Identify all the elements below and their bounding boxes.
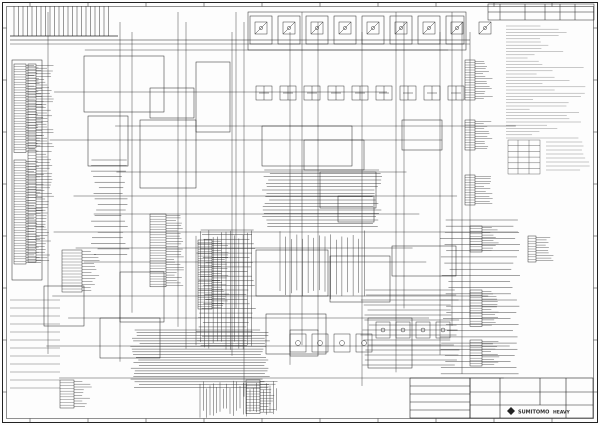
- title-block: [409, 377, 594, 419]
- relay-module: [375, 85, 393, 101]
- relay-module: [303, 85, 321, 101]
- connector-block: [464, 59, 493, 101]
- component-outline: [87, 115, 129, 167]
- component-outline: [319, 171, 377, 209]
- vertical-bus-lines: [13, 6, 471, 418]
- component-outline: [11, 59, 43, 281]
- component-outline: [391, 245, 457, 277]
- component-outline: [305, 15, 329, 45]
- company-name-sub: HEAVY: [553, 410, 571, 416]
- connector-block: [27, 149, 54, 263]
- relay-modules: [254, 21, 492, 353]
- relay-module: [333, 333, 351, 353]
- horizontal-bus-lines: [10, 35, 520, 389]
- connector-block: [464, 174, 493, 206]
- connector-block: [13, 63, 44, 153]
- relay-module: [351, 85, 369, 101]
- connector-block: [149, 213, 184, 288]
- connector-block: [197, 239, 230, 310]
- relay-module: [375, 321, 391, 339]
- relay-module: [338, 21, 352, 35]
- relay-module: [327, 85, 345, 101]
- relay-module: [447, 85, 465, 101]
- connector-block: [527, 235, 554, 263]
- component-outline: [337, 195, 375, 223]
- connector-block: [27, 63, 54, 149]
- component-outline: [247, 11, 467, 51]
- component-outline: [99, 317, 161, 359]
- component-outline: [255, 249, 329, 297]
- component-outline: [303, 139, 365, 171]
- relay-module: [310, 21, 324, 35]
- relay-module: [289, 333, 307, 353]
- component-outline: [261, 125, 353, 167]
- component-outline: [277, 15, 301, 45]
- relay-module: [311, 333, 329, 353]
- relay-module: [395, 321, 411, 339]
- connector-block: [464, 119, 493, 151]
- connector-block: [469, 289, 499, 327]
- company-logo: SUMITOMO HEAVY: [507, 407, 571, 416]
- component-outline: [389, 15, 413, 45]
- component-outline: [361, 15, 385, 45]
- component-outline: [149, 87, 195, 119]
- relay-module: [355, 333, 373, 353]
- connector-block: [469, 225, 499, 253]
- company-name: SUMITOMO: [518, 410, 549, 416]
- component-outline: [367, 317, 413, 369]
- relay-module: [394, 21, 408, 35]
- connector-block: [59, 379, 92, 409]
- connector-block: [13, 159, 44, 265]
- connector-block: [61, 249, 100, 293]
- relay-module: [279, 85, 297, 101]
- relay-module: [415, 321, 431, 339]
- revision-block: [487, 3, 595, 21]
- relay-module: [422, 21, 436, 35]
- sheet-inner-border: [6, 6, 594, 419]
- relay-module: [399, 85, 417, 101]
- component-outline: [445, 15, 465, 45]
- notes-table: [507, 139, 541, 175]
- relay-module: [450, 21, 464, 35]
- component-outline: [83, 55, 165, 113]
- connector-block: [245, 379, 278, 414]
- connector-block: [469, 339, 500, 367]
- component-outline: [195, 61, 231, 133]
- relay-module: [282, 21, 296, 35]
- component-outline: [329, 255, 391, 303]
- component-outline: [139, 119, 197, 189]
- relay-module: [435, 321, 451, 339]
- relay-module: [254, 21, 268, 35]
- relay-module: [423, 85, 441, 101]
- component-outline: [333, 15, 357, 45]
- relay-module: [255, 85, 273, 101]
- component-outline: [119, 271, 165, 323]
- component-outline: [401, 119, 443, 151]
- component-outline: [417, 15, 441, 45]
- relay-module: [478, 21, 492, 35]
- relay-module: [366, 21, 380, 35]
- component-outline: [249, 15, 273, 45]
- connector-pin-blocks: [13, 59, 554, 414]
- notes-area: [506, 25, 590, 175]
